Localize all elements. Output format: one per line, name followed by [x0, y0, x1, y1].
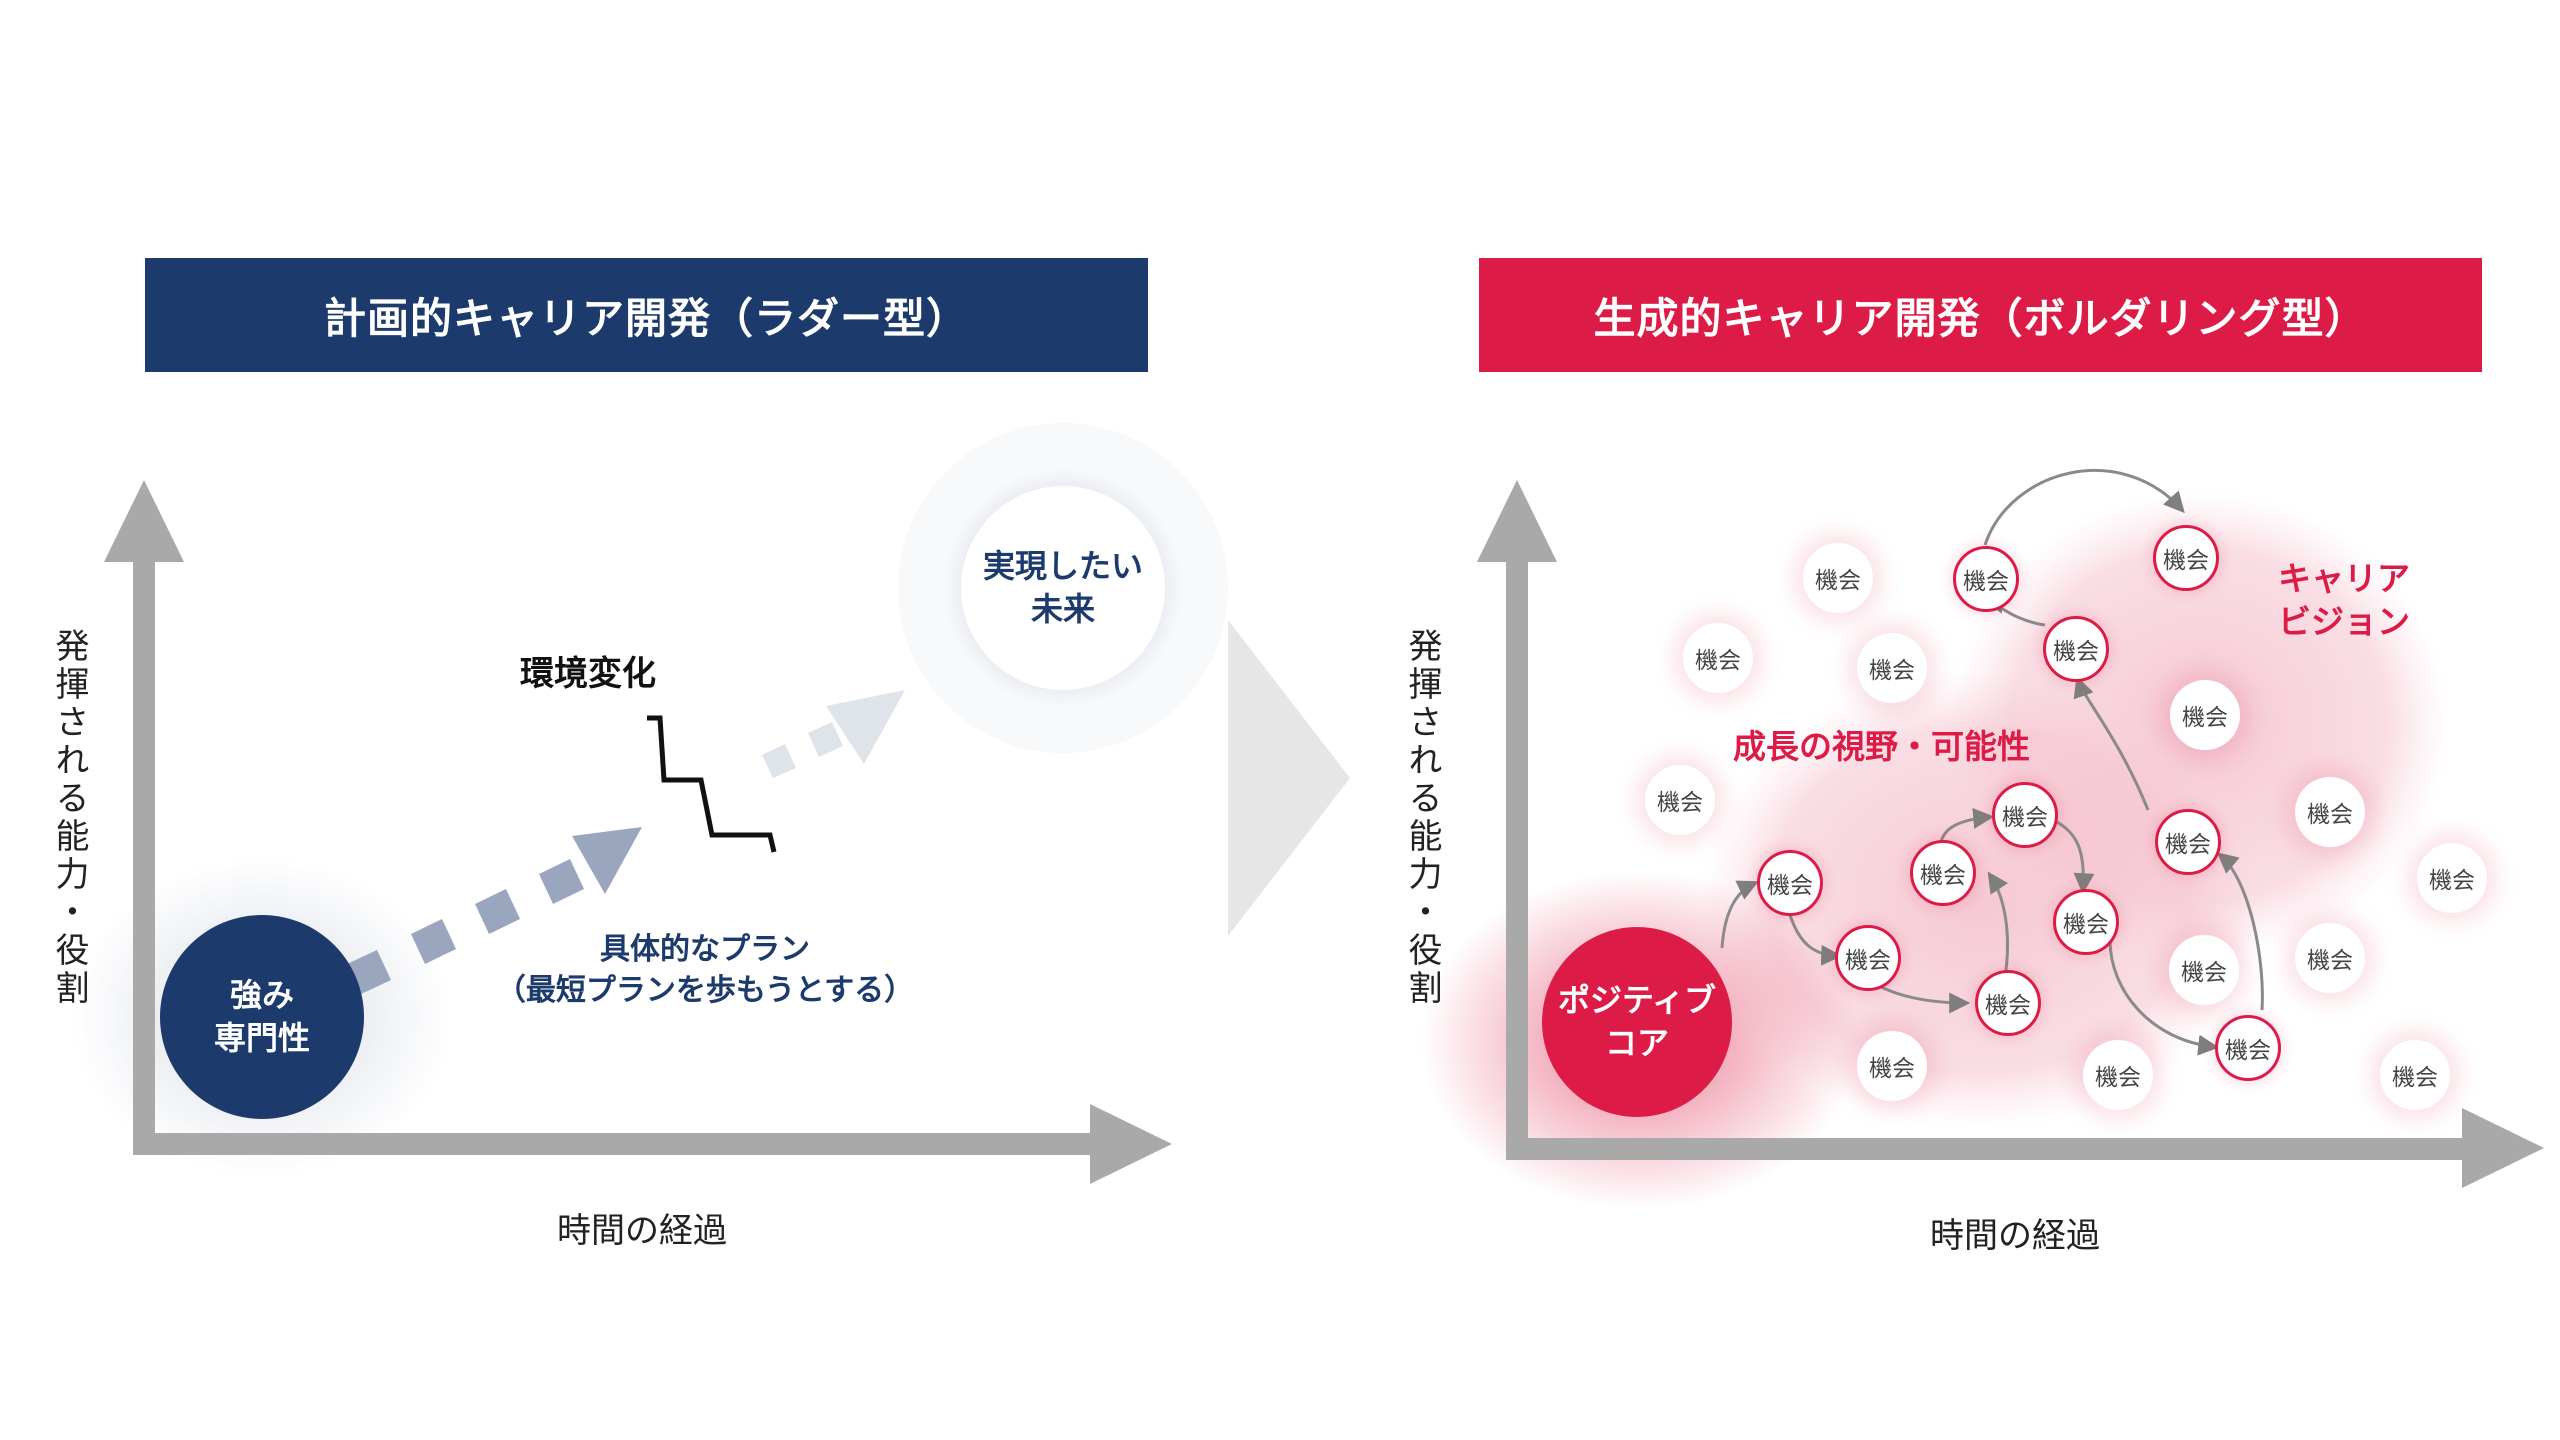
opportunity-node: 機会: [2170, 680, 2240, 750]
core-circle: [1542, 927, 1732, 1117]
path-opportunity-node: 機会: [1992, 782, 2058, 848]
path-opportunity-node: 機会: [1975, 970, 2041, 1036]
environment-zigzag: [647, 715, 777, 853]
path-opportunity-node: 機会: [2153, 525, 2219, 591]
path-opportunity-node: 機会: [1835, 925, 1901, 991]
path-opportunity-node: 機会: [2053, 889, 2119, 955]
opportunity-node: 機会: [2417, 843, 2487, 913]
left-y-axis-label: 発揮される能力・役割: [49, 628, 89, 1008]
start-circle: [160, 915, 364, 1119]
path-opportunity-node: 機会: [1953, 546, 2019, 612]
path-opportunity-node: 機会: [2215, 1015, 2281, 1081]
opportunity-node: 機会: [1803, 543, 1873, 613]
opportunity-node: 機会: [1683, 623, 1753, 693]
plan-label: 具体的なプラン （最短プランを歩もうとする）: [495, 932, 915, 1008]
opportunity-node: 機会: [2169, 935, 2239, 1005]
faded-arrow: [762, 690, 905, 778]
opportunity-node: 機会: [1857, 633, 1927, 703]
right-y-axis-label: 発揮される能力・役割: [1402, 628, 1442, 1008]
start-circle-label: 強み 専門性: [213, 975, 310, 1057]
right-panel-title: 生成的キャリア開発（ボルダリング型）: [1479, 258, 2482, 372]
path-opportunity-node: 機会: [2043, 616, 2109, 682]
left-panel-title: 計画的キャリア開発（ラダー型）: [145, 258, 1148, 372]
goal-circle: [961, 486, 1165, 690]
opportunity-node: 機会: [2083, 1040, 2153, 1110]
path-opportunity-node: 機会: [2155, 809, 2221, 875]
environment-change-label: 環境変化: [520, 654, 656, 694]
opportunity-node: 機会: [1857, 1031, 1927, 1101]
path-opportunity-node: 機会: [1910, 840, 1976, 906]
vision-label: キャリア ビジョン: [2278, 559, 2410, 641]
goal-circle-label: 実現したい 未来: [982, 546, 1143, 628]
left-axes: [104, 480, 1172, 1184]
path-opportunity-node: 機会: [1757, 850, 1823, 916]
right-axes: [1477, 480, 2544, 1188]
transition-chevron: [1228, 620, 1350, 936]
left-x-axis-label: 時間の経過: [557, 1211, 727, 1251]
right-x-axis-label: 時間の経過: [1930, 1216, 2100, 1256]
core-circle-label: ポジティブ コア: [1557, 980, 1717, 1062]
growth-label: 成長の視野・可能性: [1733, 727, 2030, 766]
opportunity-node: 機会: [2295, 777, 2365, 847]
opportunity-node: 機会: [1645, 765, 1715, 835]
opportunity-node: 機会: [2380, 1040, 2450, 1110]
opportunity-node: 機会: [2295, 923, 2365, 993]
